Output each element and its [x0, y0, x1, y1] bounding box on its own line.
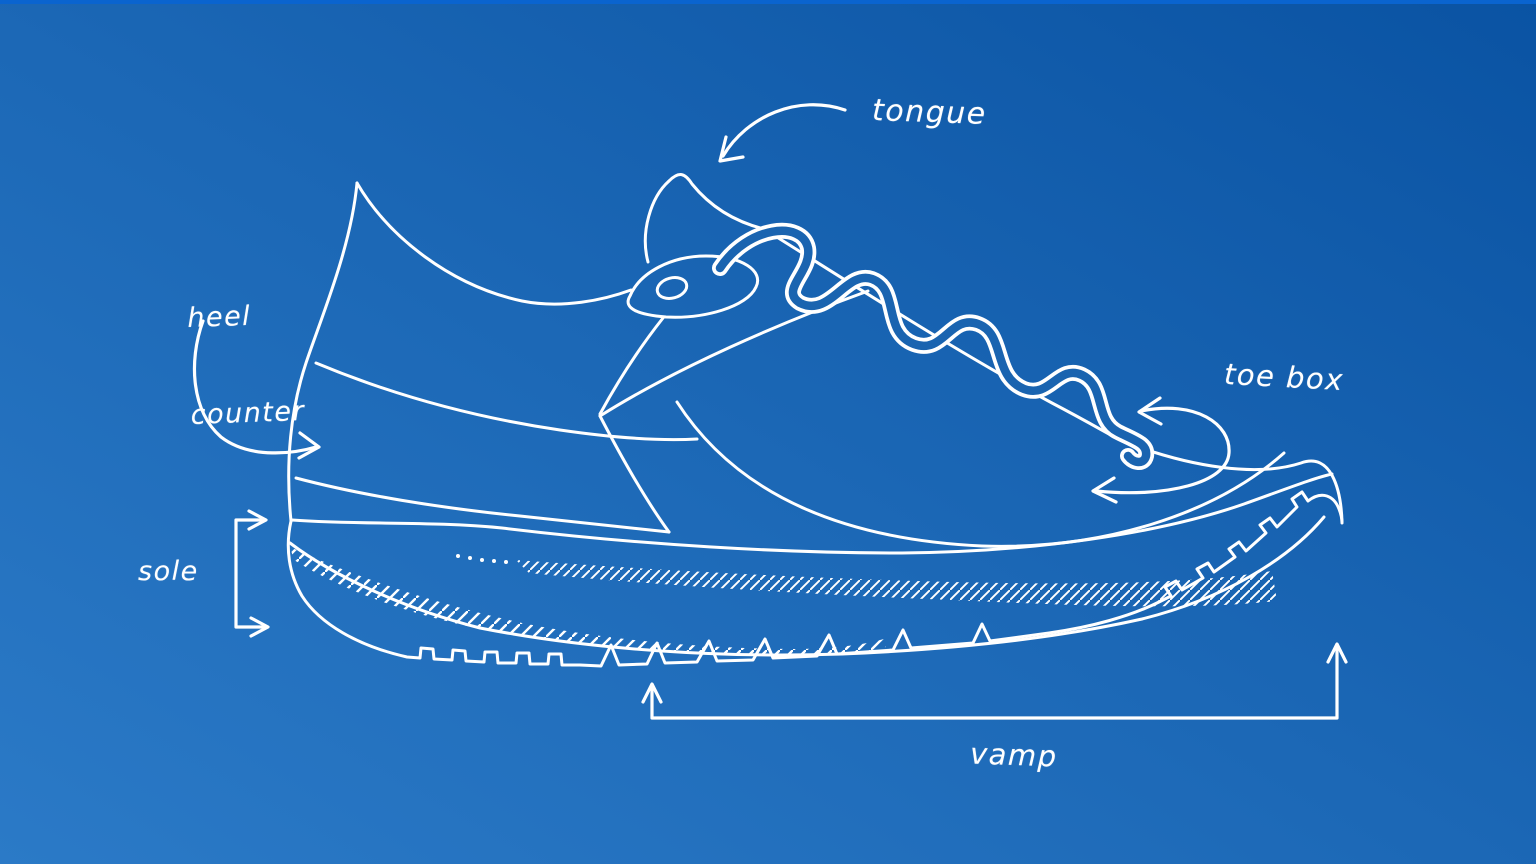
eyestay-left-edge — [598, 316, 665, 416]
label-vamp: vamp — [969, 736, 1059, 774]
toe-box-arrow-head-lower — [1091, 476, 1118, 504]
collar-line — [355, 181, 633, 306]
label-tongue: tongue — [871, 93, 988, 132]
sole-bracket — [234, 509, 270, 638]
tongue-arrow-arc — [721, 103, 847, 158]
toe-box-arrow — [1091, 396, 1231, 504]
tongue-left-edge — [643, 179, 671, 264]
midsole-top-line — [290, 472, 1334, 555]
label-toe-box: toe box — [1223, 356, 1345, 398]
vamp-bracket-head-left — [641, 682, 663, 704]
quarter-seam-upper — [598, 289, 870, 418]
hatch-band-right — [516, 560, 1277, 607]
heel-counter-arrow — [192, 319, 321, 460]
vamp-bracket-head-right — [1326, 642, 1348, 664]
laces — [712, 222, 1155, 470]
top-accent-bar — [0, 0, 1536, 4]
heel-seam-lower — [294, 476, 671, 534]
sole-bracket-head-top — [247, 509, 268, 531]
sole-bracket-line — [234, 518, 266, 629]
heel-counter-arrow-arc — [192, 319, 318, 455]
shoe-upper — [287, 173, 1344, 548]
toe-box-arrow-arc — [1094, 406, 1231, 495]
sole-bracket-head-bottom — [249, 616, 270, 638]
lace-braid-fill — [715, 226, 1151, 467]
vamp-seam — [675, 400, 1286, 548]
annotations — [192, 103, 1348, 720]
tongue-top-edge — [667, 173, 766, 231]
midsole-hatching — [290, 547, 1277, 657]
eyestay-edge-line — [762, 227, 1124, 443]
tongue-arrow — [718, 103, 847, 163]
sole-section — [286, 472, 1344, 668]
heel-seam-upper — [314, 361, 699, 442]
label-sole: sole — [138, 556, 199, 587]
toe-top-outline — [1120, 439, 1344, 524]
quarter-seam-lower — [598, 414, 671, 534]
outsole-tread-outline — [286, 490, 1344, 668]
toe-box-arrow-head-upper — [1137, 396, 1163, 426]
label-heel-counter: heel counter — [185, 234, 308, 497]
eyelet-hole — [655, 276, 689, 300]
vamp-bracket — [641, 642, 1348, 720]
label-heel-counter-line1: heel — [186, 300, 252, 334]
heel-back-line — [287, 181, 359, 523]
tongue-arrow-head — [718, 135, 745, 163]
hatch-dots — [456, 554, 508, 564]
label-heel-counter-line2: counter — [190, 395, 306, 431]
vamp-bracket-line — [650, 644, 1339, 720]
eyelet-patch — [626, 254, 760, 319]
hatch-band-left — [290, 547, 886, 657]
heel-counter-arrow-head — [297, 431, 321, 460]
